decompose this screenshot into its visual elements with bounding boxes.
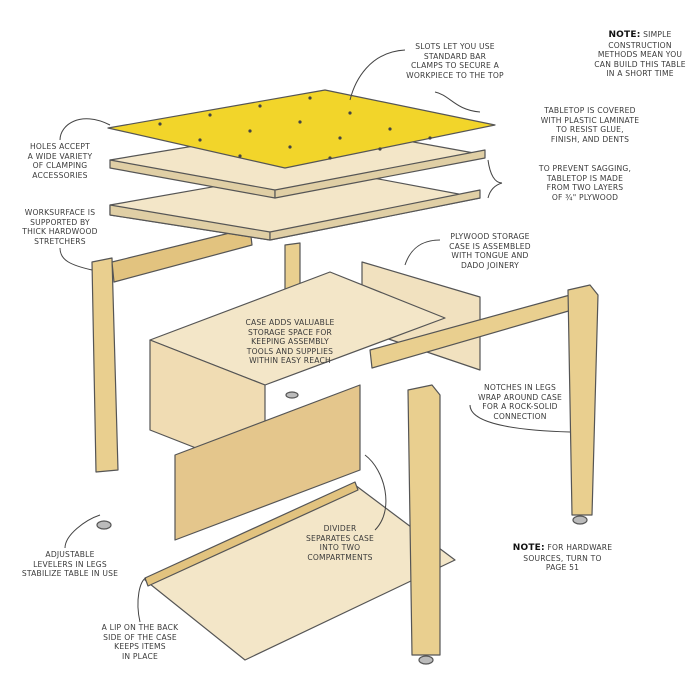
- note-text: For hardware sources, turn to page 51: [523, 543, 613, 572]
- note-text: Simple construction methods mean you can…: [594, 30, 686, 78]
- label-notches: Notches in legs wrap around case for a r…: [478, 383, 562, 421]
- label-holes: Holes accept a wide variety of clamping …: [27, 142, 93, 180]
- leveler-left: [96, 520, 112, 530]
- label-worksurface: Worksurface is supported by thick hardwo…: [22, 208, 98, 246]
- label-plywood-case: Plywood storage case is assembled with t…: [449, 232, 531, 270]
- leader-lines: [59, 49, 571, 623]
- dog-holes: [158, 96, 432, 160]
- note-hardware: NOTE: For hardware sources, turn to page…: [500, 543, 625, 573]
- laminate-top: [107, 89, 496, 169]
- label-slots: Slots let you use standard bar clamps to…: [406, 42, 504, 80]
- leg-front-left: [407, 384, 441, 656]
- divider: [174, 384, 361, 541]
- stretcher-left: [111, 227, 253, 283]
- label-sagging: To prevent sagging, tabletop is made fro…: [538, 164, 632, 202]
- label-lip: A lip on the back side of the case keeps…: [101, 623, 179, 661]
- label-divider: Divider separates case into two compartm…: [305, 524, 375, 562]
- note-prefix: NOTE:: [512, 543, 545, 553]
- label-case-adds: Case adds valuable storage space for kee…: [245, 318, 335, 365]
- label-laminate: Tabletop is covered with plastic laminat…: [540, 106, 640, 144]
- leg-back-left: [91, 257, 119, 473]
- note-simple-construction: NOTE: Simple construction methods mean y…: [575, 30, 700, 79]
- leg-front-right: [567, 284, 599, 516]
- back-lip: [144, 481, 359, 587]
- note-prefix: NOTE:: [608, 30, 641, 40]
- label-levelers: Adjustable levelers in legs stabilize ta…: [21, 550, 119, 578]
